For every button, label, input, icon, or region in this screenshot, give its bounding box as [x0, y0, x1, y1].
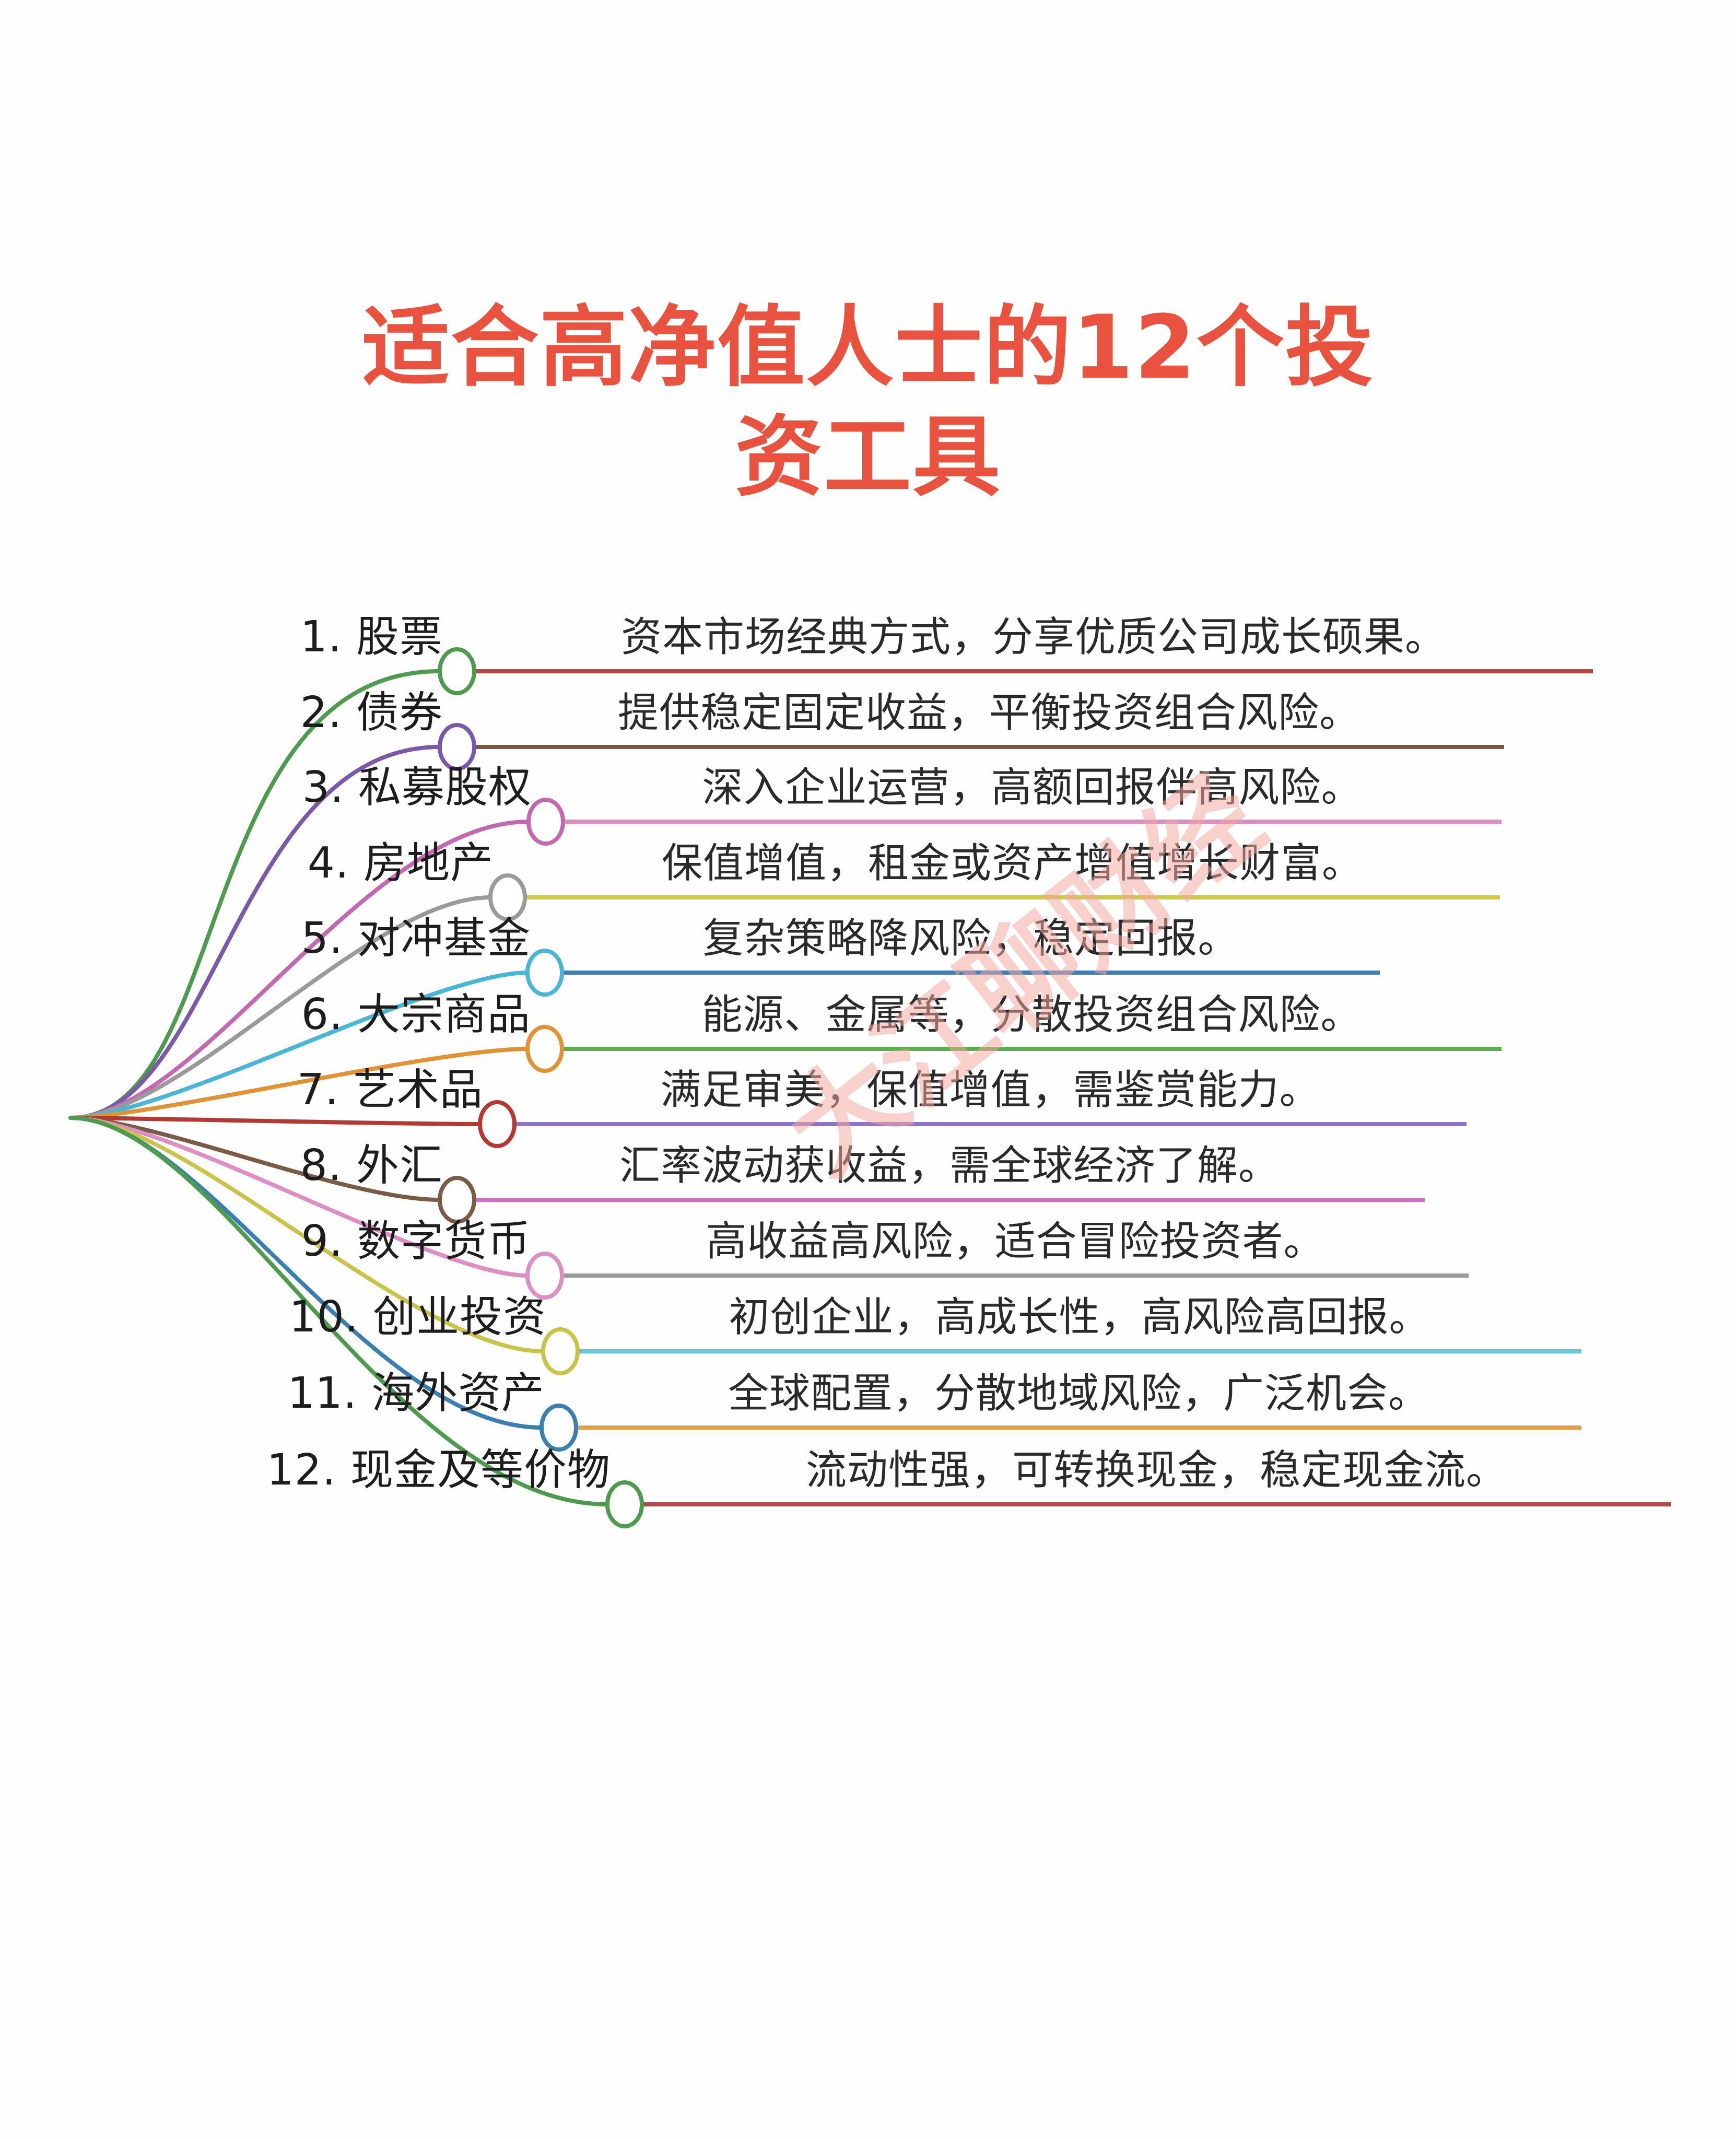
node-circle-12[interactable]	[605, 1480, 644, 1528]
node-circle-5[interactable]	[525, 949, 564, 997]
item-description-6: 能源、金属等，分散投资组合风险。	[701, 991, 1362, 1038]
item-description-12: 流动性强，可转换现金，稳定现金流。	[805, 1447, 1508, 1494]
page-title-line-1: 适合高净值人士的12个投	[362, 296, 1374, 399]
node-circle-8[interactable]	[438, 1176, 476, 1224]
node-circle-1[interactable]	[438, 647, 476, 695]
item-description-9: 高收益高风险，适合冒险投资者。	[706, 1218, 1325, 1265]
branch-curve-2	[68, 745, 442, 1120]
item-label-9: 9. 数字货币	[301, 1217, 531, 1266]
page-title-line-2: 资工具	[735, 406, 1001, 508]
node-circle-6[interactable]	[525, 1025, 564, 1073]
node-circle-10[interactable]	[541, 1327, 580, 1375]
node-circle-7[interactable]	[478, 1100, 517, 1148]
item-description-2: 提供稳定固定收益，平衡投资组合风险。	[617, 689, 1361, 737]
item-label-1: 1. 股票	[300, 612, 443, 662]
right-bar-group	[474, 669, 1671, 1506]
page-title: 适合高净值人士的12个投 资工具	[0, 293, 1736, 512]
item-label-12: 12. 现金及等价物	[266, 1445, 611, 1495]
item-description-11: 全球配置，分散地域风险，广泛机会。	[728, 1370, 1430, 1417]
branch-curve-12	[68, 1116, 609, 1506]
item-label-7: 7. 艺术品	[297, 1065, 483, 1115]
node-circle-11[interactable]	[539, 1404, 578, 1452]
item-label-4: 4. 房地产	[307, 838, 494, 888]
item-description-3: 深入企业运营，高额回报伴高风险。	[702, 764, 1363, 811]
item-label-3: 3. 私募股权	[302, 763, 532, 812]
item-description-5: 复杂策略降风险，稳定回报。	[702, 915, 1239, 962]
item-label-10: 10. 创业投资	[289, 1292, 546, 1342]
item-label-5: 5. 对冲基金	[301, 914, 531, 963]
branch-curve-4	[68, 895, 492, 1120]
item-description-4: 保值增值，租金或资产增值增长财富。	[661, 840, 1364, 887]
item-label-11: 11. 海外资产	[287, 1369, 545, 1418]
item-description-8: 汇率波动获收益，需全球经济了解。	[619, 1142, 1280, 1189]
branch-curve-6	[68, 1047, 530, 1120]
node-circle-9[interactable]	[525, 1252, 564, 1300]
item-label-6: 6. 大宗商品	[301, 990, 531, 1039]
node-circle-2[interactable]	[438, 723, 476, 771]
left-curve-group	[68, 669, 609, 1506]
node-circle-3[interactable]	[526, 798, 565, 846]
item-label-8: 8. 外汇	[300, 1141, 443, 1190]
branch-curve-10	[68, 1116, 545, 1353]
node-circle-group	[438, 647, 644, 1528]
item-description-7: 满足审美，保值增值，需鉴赏能力。	[660, 1067, 1321, 1114]
branch-curve-7	[68, 1116, 482, 1126]
item-label-2: 2. 债券	[300, 688, 443, 738]
branch-curve-9	[68, 1116, 530, 1278]
item-description-10: 初创企业，高成长性，高风险高回报。	[729, 1294, 1430, 1341]
node-circle-4[interactable]	[488, 873, 527, 921]
branch-curve-5	[68, 971, 530, 1120]
item-description-1: 资本市场经典方式，分享优质公司成长硕果。	[620, 614, 1447, 661]
